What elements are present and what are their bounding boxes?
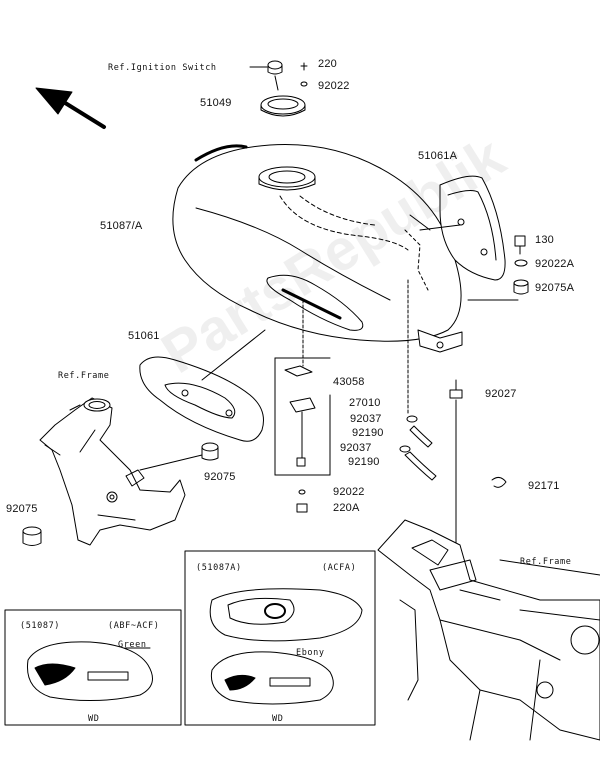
part-51061: 51061 xyxy=(128,330,160,342)
part-92171: 92171 xyxy=(528,480,560,492)
inset-left-box xyxy=(4,609,182,726)
grommet-92075-mid xyxy=(139,442,219,471)
ref-frame-right: Ref.Frame xyxy=(520,557,572,567)
ignition-switch-cover xyxy=(249,60,308,91)
part-92075-left: 92075 xyxy=(6,503,38,515)
inset-left-code: (ABF~ACF) xyxy=(108,621,160,631)
part-51087A: 51087/A xyxy=(100,220,143,232)
fuel-hoses xyxy=(399,279,437,481)
part-92190-b: 92190 xyxy=(348,456,380,468)
part-92075-mid: 92075 xyxy=(204,471,236,483)
inset-right-box xyxy=(184,550,376,726)
part-92022A: 92022A xyxy=(535,258,575,270)
part-43058: 43058 xyxy=(333,376,365,388)
part-92075A: 92075A xyxy=(535,282,575,294)
grommet-92075A xyxy=(513,279,529,295)
part-220: 220 xyxy=(318,58,337,70)
clip-92027 xyxy=(449,379,463,399)
part-27010: 27010 xyxy=(349,397,381,409)
side-cover-51061 xyxy=(139,329,266,442)
inset-right-code: (ACFA) xyxy=(322,563,357,573)
arrow-up-left-icon xyxy=(35,87,106,129)
inset-left-region: WD xyxy=(88,714,100,724)
ref-ignition-switch: Ref.Ignition Switch xyxy=(108,63,217,73)
fuel-sender-group xyxy=(274,299,331,513)
part-92190-a: 92190 xyxy=(352,427,384,439)
inset-right-region: WD xyxy=(272,714,284,724)
inset-right-part: (51087A) xyxy=(196,563,242,573)
bolt-130 xyxy=(514,235,526,255)
frame-right xyxy=(377,519,600,741)
part-92022-bottom: 92022 xyxy=(333,486,365,498)
part-51061A: 51061A xyxy=(418,150,458,162)
washer-92022A xyxy=(514,259,528,267)
part-92037-b: 92037 xyxy=(340,442,372,454)
part-92027: 92027 xyxy=(485,388,517,400)
side-cover-51061A xyxy=(419,175,506,281)
fuel-cap-51049 xyxy=(260,95,306,117)
ref-frame-left: Ref.Frame xyxy=(58,371,110,381)
part-51049: 51049 xyxy=(200,97,232,109)
inset-right-color: Ebony xyxy=(296,648,325,658)
clip-92171 xyxy=(491,476,507,488)
part-92037-a: 92037 xyxy=(350,413,382,425)
part-220A: 220A xyxy=(333,502,360,514)
part-130: 130 xyxy=(535,234,554,246)
inset-left-part: (51087) xyxy=(20,621,61,631)
inset-left-color: Green xyxy=(118,640,147,650)
frame-left xyxy=(39,397,186,546)
grommet-92075-left xyxy=(22,526,42,546)
part-92022-top: 92022 xyxy=(318,80,350,92)
fuel-tank-51087 xyxy=(172,144,463,353)
